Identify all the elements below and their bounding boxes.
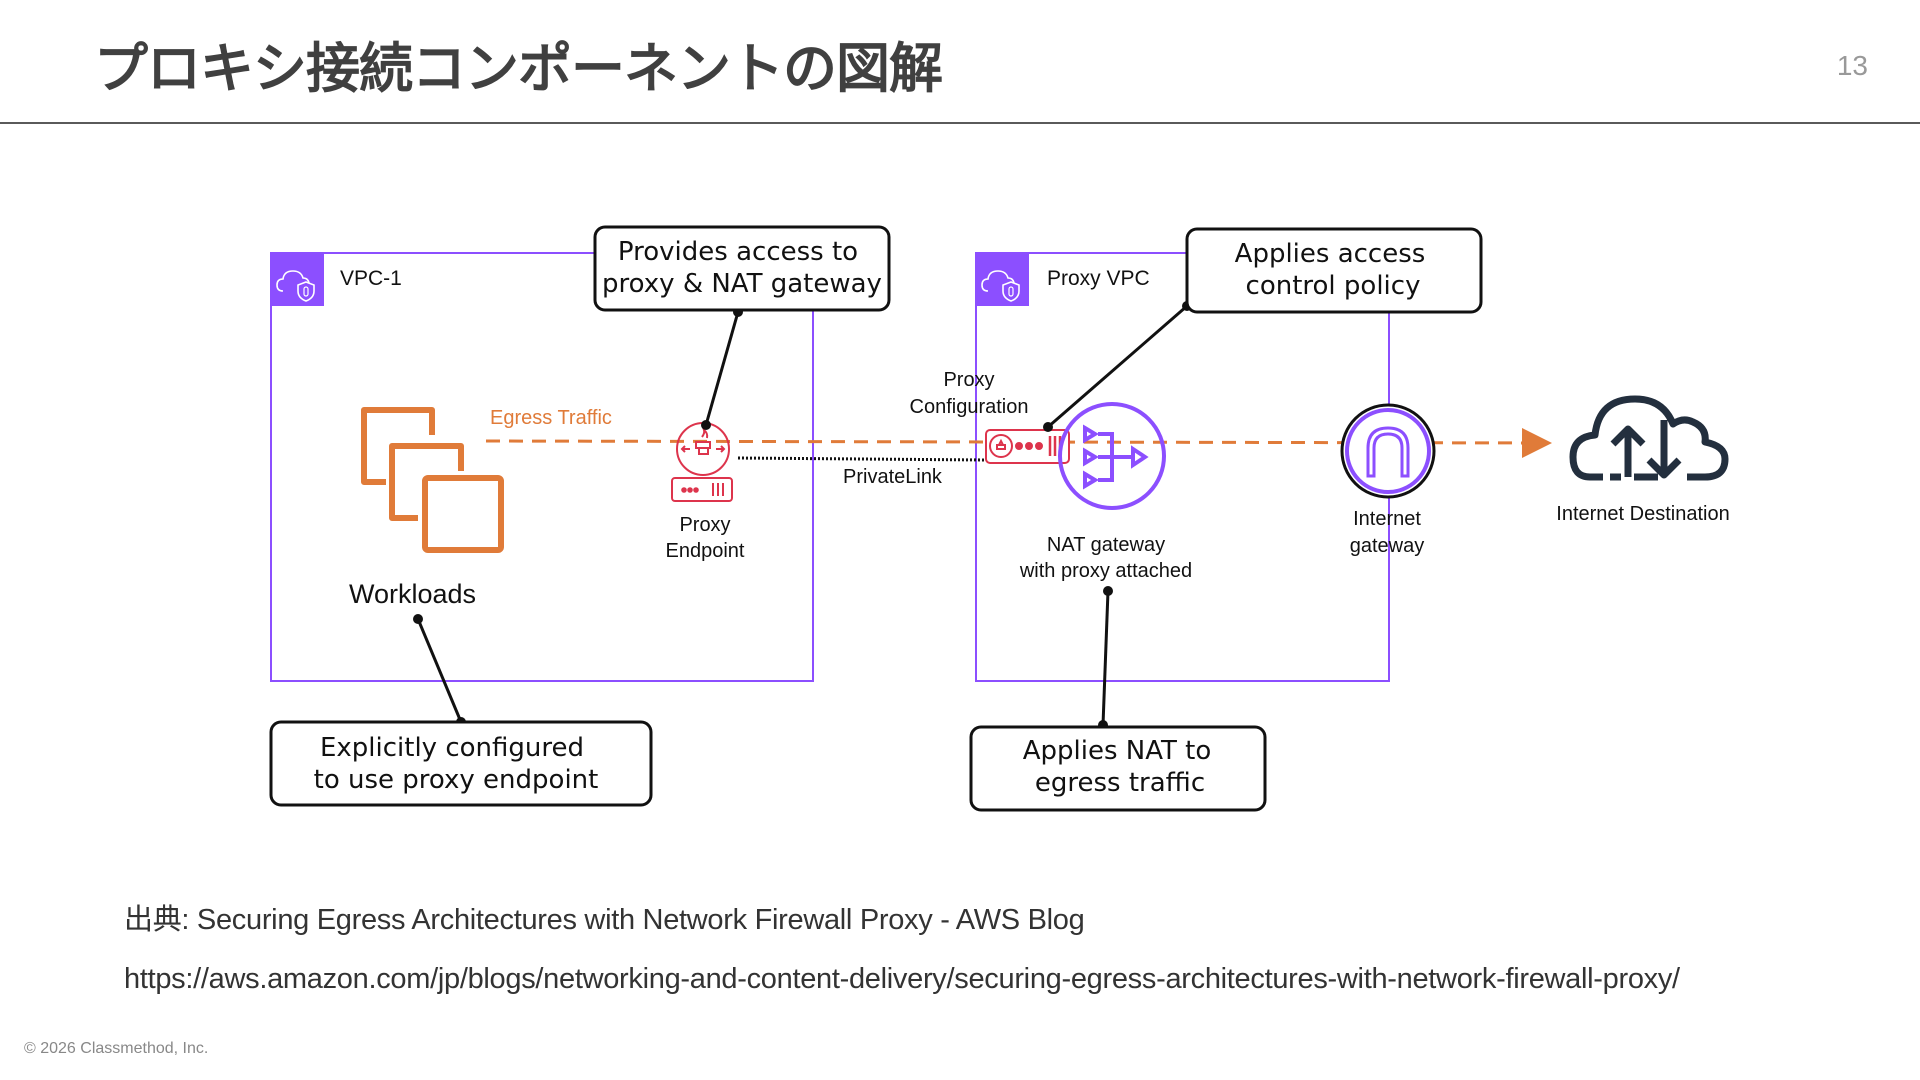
privatelink-path [737, 456, 987, 462]
nat-gateway-label-line2: with proxy attached [1019, 560, 1192, 582]
vpc1-boundary [270, 252, 814, 682]
proxy-vpc-boundary [975, 252, 1390, 682]
source-url-link[interactable]: https://aws.amazon.com/jp/blogs/networki… [124, 963, 1680, 995]
callout-explicitly-configured-line2: to use proxy endpoint [314, 765, 599, 795]
network-firewall-endpoint-icon [671, 422, 733, 502]
callout-provides-access-line1: Provides access to [618, 237, 858, 267]
proxy-configuration-label-line1: Proxy [943, 369, 994, 391]
internet-destination-label: Internet Destination [1556, 503, 1729, 525]
nat-gateway-label-line1: NAT gateway [1047, 534, 1165, 556]
proxy-configuration-label-line2: Configuration [910, 396, 1029, 418]
internet-gateway-icon [1340, 403, 1436, 499]
vpc1-label: VPC-1 [340, 267, 402, 290]
vpc-shield-cloud-icon [271, 253, 324, 306]
proxy-vpc-group: Proxy VPC [975, 252, 1390, 682]
source-citation: 出典: Securing Egress Architectures with N… [124, 904, 1085, 936]
callout-explicitly-configured: Explicitly configured to use proxy endpo… [269, 614, 653, 807]
callout-access-control-line1: Applies access [1235, 239, 1426, 269]
vpc-shield-cloud-icon [976, 253, 1029, 306]
internet-gateway-label-line1: Internet [1353, 508, 1421, 530]
callout-provides-access: Provides access to proxy & NAT gateway [593, 225, 891, 430]
egress-traffic-label: Egress Traffic [490, 407, 612, 429]
proxy-endpoint-label-line2: Endpoint [666, 540, 745, 562]
callout-applies-nat-line2: egress traffic [1035, 768, 1205, 798]
proxy-configuration-icon [985, 429, 1070, 464]
callout-provides-access-line2: proxy & NAT gateway [602, 269, 882, 299]
title-divider [0, 122, 1920, 124]
callout-explicitly-configured-line1: Explicitly configured [320, 733, 584, 763]
nat-gateway-icon [1058, 402, 1166, 510]
copyright: © 2026 Classmethod, Inc. [24, 1040, 209, 1057]
callout-applies-nat: Applies NAT to egress traffic [969, 586, 1267, 812]
slide-title: プロキシ接続コンポーネントの図解 [94, 37, 943, 100]
proxy-endpoint-label-line1: Proxy [679, 514, 730, 536]
page-number: 13 [1836, 50, 1868, 81]
proxy-vpc-label: Proxy VPC [1047, 267, 1150, 290]
cloud-upload-download-icon [1569, 395, 1729, 481]
workloads-label: Workloads [349, 579, 476, 609]
callout-access-control-line2: control policy [1246, 271, 1421, 301]
ec2-instances-icon [361, 407, 504, 553]
callout-access-control: Applies access control policy [1043, 227, 1483, 432]
privatelink-label: PrivateLink [843, 466, 943, 488]
vpc1-group: VPC-1 [270, 252, 814, 682]
internet-gateway-label-line2: gateway [1350, 535, 1425, 557]
callout-applies-nat-line1: Applies NAT to [1023, 736, 1212, 766]
